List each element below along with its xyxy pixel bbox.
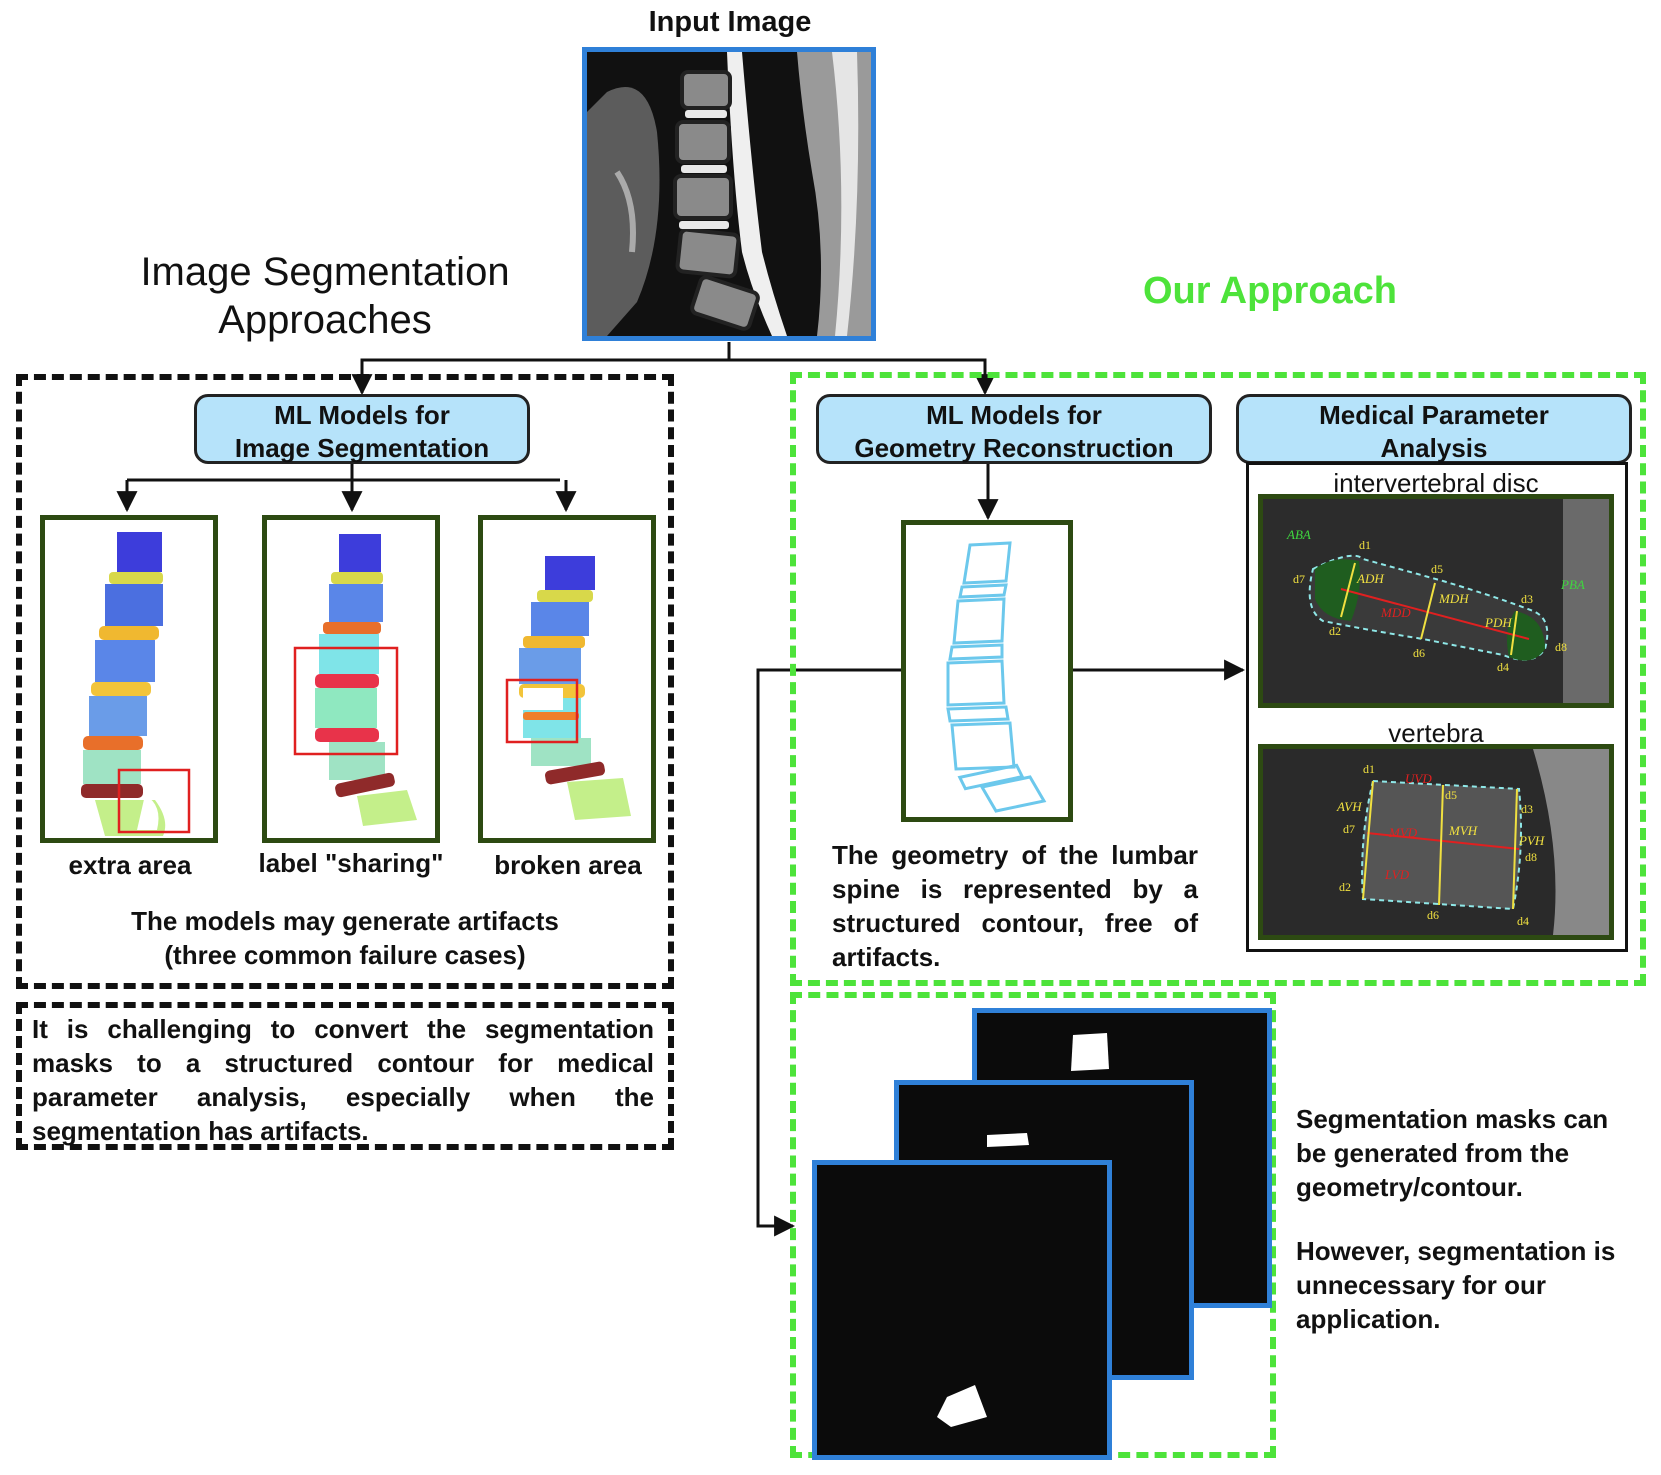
ml-segmentation-line1: ML Models for: [274, 400, 450, 430]
failure-label-broken-area: broken area: [494, 850, 642, 880]
vertebra-analysis-illustration: UVD AVH MVD MVH PVH LVD d1 d2 d3 d4 d5 d…: [1263, 749, 1609, 935]
ml-segmentation-line2: Image Segmentation: [234, 433, 490, 463]
masks-text-1: Segmentation masks can be generated from…: [1296, 1104, 1609, 1202]
our-approach-heading: Our Approach: [1142, 270, 1398, 312]
disc-annotation-mdh: MDH: [1438, 591, 1469, 606]
disc-annotation-d3: d3: [1521, 592, 1533, 606]
segmentation-dashed-box: [16, 374, 674, 989]
failure-label-sharing: label "sharing": [258, 848, 444, 878]
mask-slice-front: [812, 1160, 1112, 1460]
disc-label: intervertebral disc: [1333, 468, 1539, 498]
lumbar-contour-illustration: [946, 541, 1047, 813]
disc-annotation-d7: d7: [1293, 572, 1305, 586]
disc-annotation-aba: ABA: [1286, 527, 1311, 542]
vertebra-annotation-mvd: MVD: [1388, 825, 1418, 840]
segmentation-heading-line2: Approaches: [218, 298, 432, 342]
vertebra-annotation-lvd: LVD: [1384, 867, 1410, 882]
disc-annotation-d5: d5: [1431, 562, 1443, 576]
ml-geometry-line2: Geometry Reconstruction: [854, 433, 1174, 463]
vertebra-annotation-d3: d3: [1521, 802, 1533, 816]
medical-analysis-line1: Medical Parameter: [1319, 400, 1549, 430]
disc-annotation-mdd: MDD: [1380, 605, 1411, 620]
segmentation-mask-label-sharing: [293, 534, 417, 826]
our-approach-dashed-box: [790, 372, 1646, 986]
vertebra-annotation-d5: d5: [1445, 788, 1457, 802]
disc-annotation-d6: d6: [1413, 646, 1425, 660]
disc-annotation-d2: d2: [1329, 624, 1341, 638]
artifacts-caption-line1: The models may generate artifacts: [131, 906, 559, 936]
medical-analysis-line2: Analysis: [1380, 433, 1488, 463]
disc-annotation-pdh: PDH: [1484, 615, 1512, 630]
mri-spine-illustration: [587, 52, 871, 336]
vertebra-label: vertebra: [1388, 718, 1484, 748]
vertebra-annotation-avh: AVH: [1336, 799, 1362, 814]
mask-blob-front: [937, 1385, 987, 1427]
disc-annotation-d8: d8: [1555, 640, 1567, 654]
artifacts-caption-line2: (three common failure cases): [164, 940, 526, 970]
vertebra-annotation-pvh: PVH: [1518, 833, 1545, 848]
vertebra-annotation-d2: d2: [1339, 880, 1351, 894]
ml-geometry-box: ML Models for Geometry Reconstruction: [816, 394, 1212, 464]
medical-analysis-box: Medical Parameter Analysis: [1236, 394, 1632, 464]
ml-geometry-line1: ML Models for: [926, 400, 1102, 430]
disc-analysis-illustration: ABA ADH MDD MDH PDH PBA d1 d2 d3 d4 d5 d…: [1263, 499, 1609, 703]
vertebra-annotation-uvd: UVD: [1405, 771, 1432, 786]
vertebra-panel: UVD AVH MVD MVH PVH LVD d1 d2 d3 d4 d5 d…: [1258, 744, 1614, 940]
vertebra-annotation-mvh: MVH: [1448, 823, 1478, 838]
disc-annotation-d4: d4: [1497, 660, 1509, 674]
challenge-text: It is challenging to convert the segment…: [32, 1014, 654, 1146]
input-image-title: Input Image: [648, 6, 812, 38]
disc-annotation-adh: ADH: [1356, 571, 1384, 586]
mri-input-image: [582, 47, 876, 341]
artifacts-caption: The models may generate artifacts (three…: [60, 904, 630, 972]
disc-panel: ABA ADH MDD MDH PDH PBA d1 d2 d3 d4 d5 d…: [1258, 494, 1614, 708]
challenge-dashed-box: [16, 1002, 674, 1150]
geometry-text: The geometry of the lumbar spine is repr…: [832, 840, 1198, 972]
segmentation-mask-broken-area: [505, 556, 631, 820]
segmentation-heading: Image Segmentation Approaches: [100, 248, 550, 344]
segmentation-mask-extra-area: [81, 532, 191, 836]
disc-annotation-d1: d1: [1359, 538, 1371, 552]
ml-segmentation-box: ML Models for Image Segmentation: [194, 394, 530, 464]
vertebra-annotation-d7: d7: [1343, 822, 1355, 836]
vertebra-annotation-d6: d6: [1427, 908, 1439, 922]
failure-panel-extra-area: [40, 515, 218, 843]
mask-blob-back: [1071, 1033, 1109, 1071]
failure-panel-broken-area: [478, 515, 656, 843]
failure-label-extra-area: extra area: [68, 850, 192, 880]
disc-annotation-pba: PBA: [1560, 577, 1585, 592]
failure-panel-label-sharing: [262, 515, 440, 843]
contour-panel: [901, 520, 1073, 822]
segmentation-heading-line1: Image Segmentation: [140, 250, 510, 294]
mask-blob-middle: [987, 1133, 1029, 1147]
analysis-outline: [1246, 462, 1628, 952]
vertebra-annotation-d1: d1: [1363, 762, 1375, 776]
vertebra-annotation-d4: d4: [1517, 914, 1529, 928]
vertebra-annotation-d8: d8: [1525, 850, 1537, 864]
masks-text-2: However, segmentation is unnecessary for…: [1296, 1236, 1616, 1334]
